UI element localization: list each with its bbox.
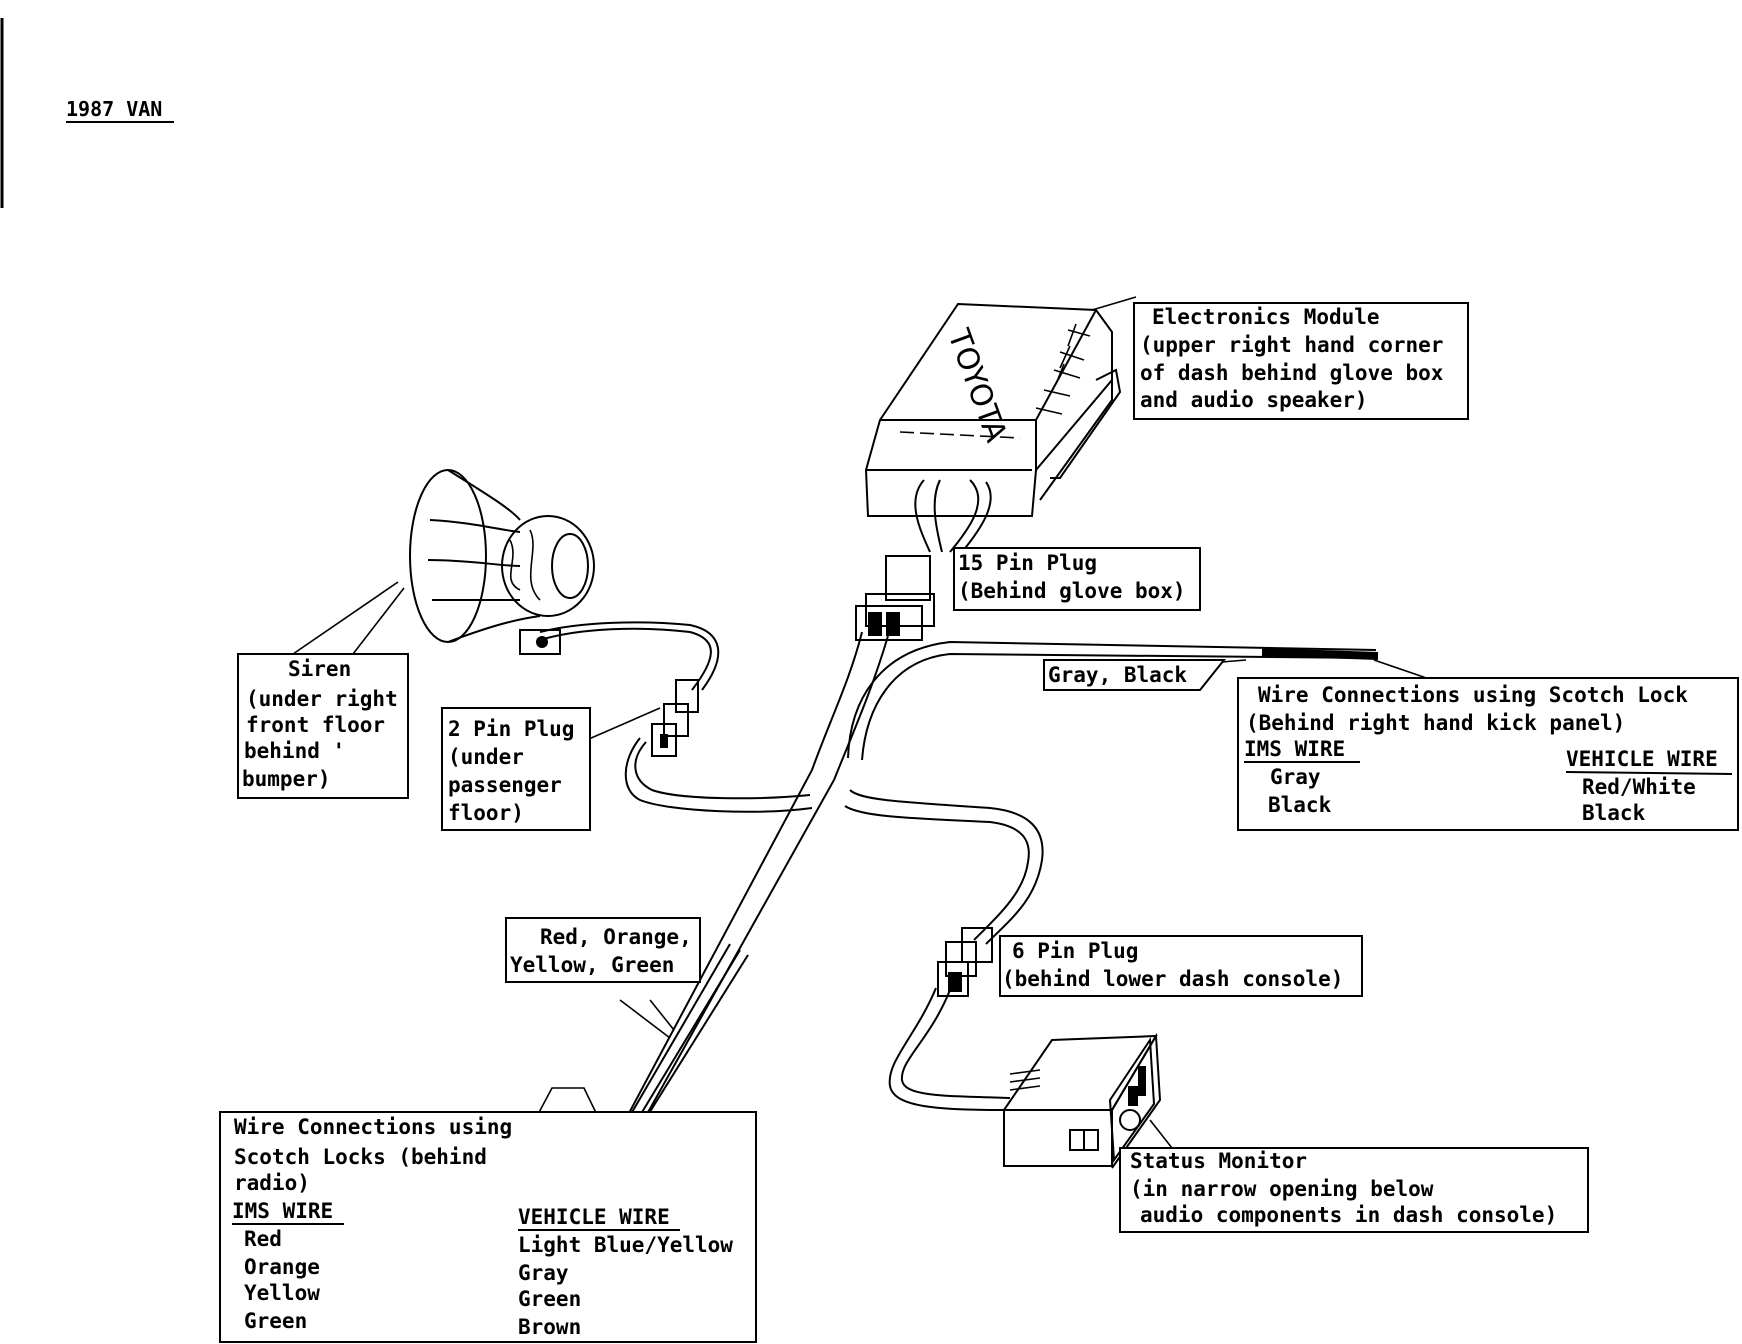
six-pin-plug-drawing — [937, 927, 993, 997]
svg-text:Red, Orange,: Red, Orange, — [540, 925, 692, 949]
radio-row-3-ims: Green — [244, 1309, 307, 1333]
svg-text:6 Pin Plug: 6 Pin Plug — [1012, 939, 1138, 963]
fifteen-pin-plug-label: 15 Pin Plug (Behind glove box) — [953, 547, 1201, 611]
roygb-label: Red, Orange, Yellow, Green — [505, 917, 701, 983]
svg-text:15 Pin Plug: 15 Pin Plug — [958, 551, 1097, 575]
page-title: 1987 VAN — [66, 97, 162, 121]
radio-row-2-ims: Yellow — [244, 1281, 320, 1305]
svg-text:audio components in dash conso: audio components in dash console) — [1140, 1203, 1557, 1227]
radio-row-1-vehicle: Gray — [518, 1261, 569, 1285]
six-pin-plug-label: 6 Pin Plug (behind lower dash console) — [999, 935, 1363, 997]
electronics-module-label: Electronics Module (upper right hand cor… — [1133, 302, 1469, 420]
svg-text:IMS WIRE: IMS WIRE — [1244, 737, 1345, 761]
svg-text:Yellow, Green: Yellow, Green — [510, 953, 674, 977]
kick-row-1-ims: Black — [1268, 793, 1332, 817]
svg-text:(under right: (under right — [246, 687, 398, 711]
two-pin-plug-label: 2 Pin Plug (under passenger floor) — [441, 707, 591, 831]
kick-row-0-vehicle: Red/White — [1582, 775, 1696, 799]
radio-row-1-ims: Orange — [244, 1255, 320, 1279]
svg-text:IMS WIRE: IMS WIRE — [232, 1199, 333, 1223]
svg-text:floor): floor) — [448, 801, 524, 825]
radio-row-3-vehicle: Brown — [518, 1315, 581, 1339]
radio-row-2-vehicle: Green — [518, 1287, 581, 1311]
svg-text:Gray, Black: Gray, Black — [1048, 663, 1187, 687]
svg-text:Siren: Siren — [288, 657, 351, 681]
svg-text:of dash behind glove box: of dash behind glove box — [1140, 361, 1444, 385]
status-monitor-label: Status Monitor (in narrow opening below … — [1119, 1147, 1589, 1233]
svg-text:VEHICLE WIRE: VEHICLE WIRE — [1566, 747, 1718, 771]
svg-text:Scotch Locks (behind: Scotch Locks (behind — [234, 1145, 487, 1169]
svg-text:Electronics Module: Electronics Module — [1152, 305, 1380, 329]
svg-text:behind ': behind ' — [244, 739, 345, 763]
siren-label: Siren (under right front floor behind ' … — [237, 653, 409, 799]
svg-text:Wire Connections using: Wire Connections using — [234, 1115, 512, 1139]
svg-text:Wire Connections using Scotch: Wire Connections using Scotch Lock — [1258, 683, 1688, 707]
radio-row-0-ims: Red — [244, 1227, 282, 1251]
svg-text:and audio speaker): and audio speaker) — [1140, 388, 1368, 412]
kick-panel-connections: Wire Connections using Scotch Lock (Behi… — [1237, 677, 1739, 831]
svg-text:radio): radio) — [234, 1171, 310, 1195]
svg-text:(behind lower dash console): (behind lower dash console) — [1002, 967, 1343, 991]
status-monitor-drawing — [1003, 1032, 1162, 1169]
module-brand-text: TOYOTA — [940, 324, 1013, 447]
svg-text:(upper right hand corner: (upper right hand corner — [1140, 333, 1443, 357]
svg-text:passenger: passenger — [448, 773, 562, 797]
svg-text:(under: (under — [448, 745, 524, 769]
svg-text:bumper): bumper) — [242, 767, 331, 791]
svg-text:2 Pin Plug: 2 Pin Plug — [448, 717, 574, 741]
svg-text:(Behind glove box): (Behind glove box) — [958, 579, 1186, 603]
kick-row-1-vehicle: Black — [1582, 801, 1646, 825]
radio-row-0-vehicle: Light Blue/Yellow — [518, 1233, 733, 1257]
gray-black-label: Gray, Black — [1043, 659, 1227, 691]
svg-text:front floor: front floor — [246, 713, 385, 737]
svg-text:(Behind right hand kick panel): (Behind right hand kick panel) — [1246, 711, 1625, 735]
svg-text:VEHICLE WIRE: VEHICLE WIRE — [518, 1205, 670, 1229]
svg-text:(in narrow opening below: (in narrow opening below — [1130, 1177, 1434, 1201]
svg-text:Status Monitor: Status Monitor — [1130, 1149, 1307, 1173]
kick-row-0-ims: Gray — [1270, 765, 1321, 789]
wire-harness — [539, 621, 1378, 1157]
radio-connections: Wire Connections using Scotch Locks (beh… — [219, 1111, 757, 1343]
siren-drawing — [409, 469, 699, 757]
